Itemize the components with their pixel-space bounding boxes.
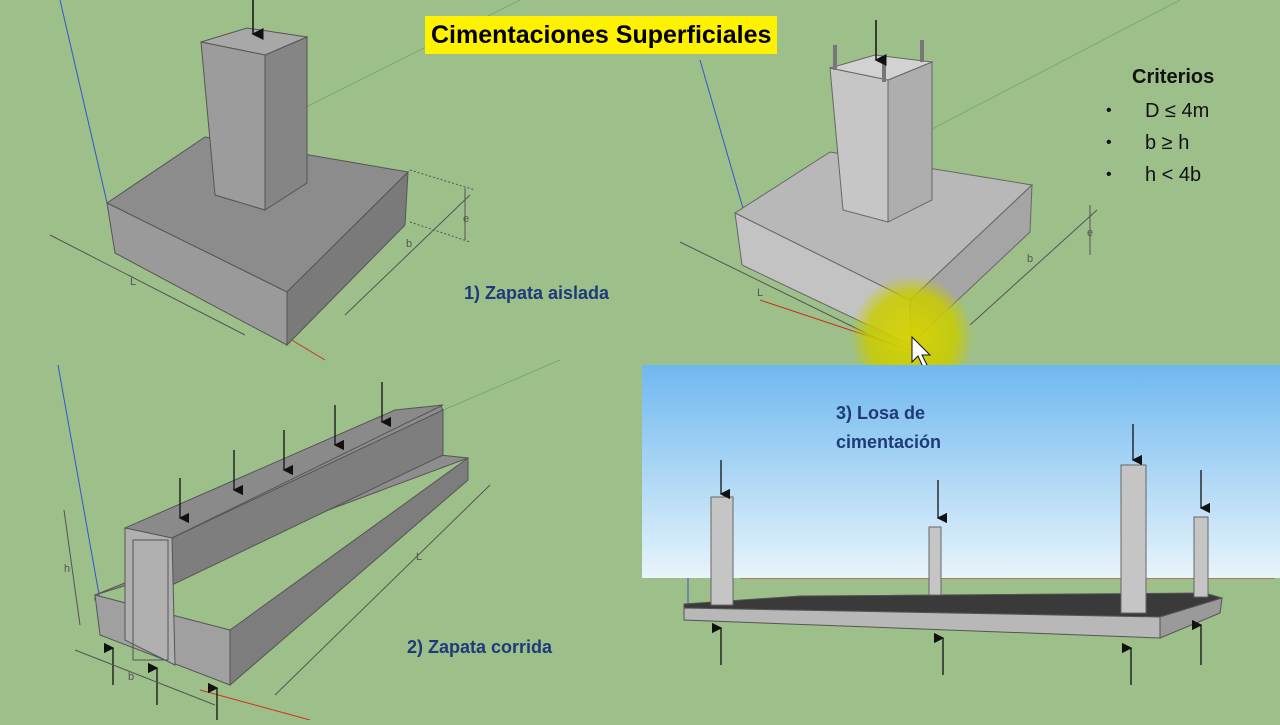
criteria-list: • D ≤ 4m • b ≥ h • h < 4b: [1100, 95, 1214, 191]
criteria-item: • b ≥ h: [1100, 127, 1214, 159]
dim-label-b-corrida: b: [128, 671, 134, 683]
criteria-box: Criterios • D ≤ 4m • b ≥ h • h < 4b: [1100, 66, 1214, 191]
bullet-icon: •: [1106, 134, 1112, 151]
label-losa-line1: 3) Losa de: [836, 403, 926, 423]
label-losa-line2: cimentación: [836, 432, 942, 452]
criteria-item-text: D ≤ 4m: [1145, 100, 1210, 122]
dim-label-e-pedestal: e: [1087, 227, 1093, 239]
dim-label-L: L: [130, 276, 136, 288]
dim-label-e: e: [463, 213, 469, 225]
dim-label-L-corrida: L: [416, 551, 422, 563]
label-zapata-corrida: 2) Zapata corrida: [407, 637, 553, 657]
criteria-item: • h < 4b: [1100, 159, 1214, 191]
label-zapata-aislada: 1) Zapata aislada: [464, 283, 610, 303]
dim-label-h: h: [64, 563, 70, 575]
criteria-heading: Criterios: [1132, 66, 1215, 88]
page-title: Cimentaciones Superficiales: [425, 16, 778, 54]
zapata-corrida-drawing: h b L: [63, 382, 491, 720]
dim-label-b: b: [406, 238, 412, 250]
bullet-icon: •: [1106, 102, 1112, 119]
zapata-aislada-drawing: L b e: [49, 0, 476, 347]
criteria-item: • D ≤ 4m: [1100, 95, 1214, 127]
losa-panel: [642, 365, 1280, 685]
criteria-item-text: h < 4b: [1145, 164, 1202, 186]
dim-label-L-pedestal: L: [757, 287, 763, 299]
bullet-icon: •: [1106, 166, 1112, 183]
dim-label-b-pedestal: b: [1027, 253, 1033, 265]
criteria-item-text: b ≥ h: [1145, 132, 1190, 154]
